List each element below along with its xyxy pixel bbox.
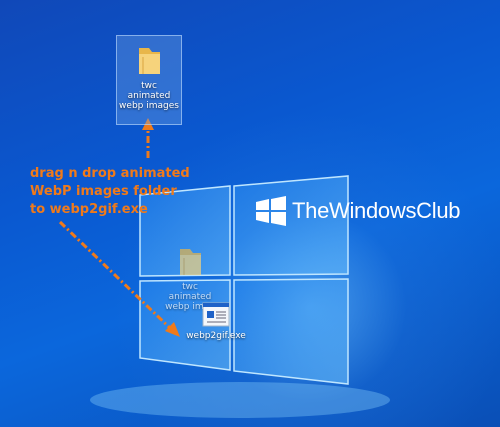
desktop-icon-label: twc animated webp images (119, 81, 179, 111)
watermark-text: TheWindowsClub (292, 198, 461, 223)
desktop-icon-label: twc animated webp imag (165, 282, 215, 312)
watermark: TheWindowsClub (256, 196, 461, 226)
annotation-text: drag n drop animated WebP images folder … (30, 166, 190, 217)
twc-logo-icon (256, 196, 286, 226)
exe-icon (202, 302, 230, 327)
desktop-icon-label: webp2gif.exe (186, 331, 246, 341)
desktop-icon-twc-folder[interactable]: twc animated webp images (116, 35, 182, 125)
folder-icon (139, 48, 160, 74)
drag-arrow (58, 128, 174, 332)
folder-icon (180, 249, 201, 275)
desktop-icon-twc-folder-drag-ghost: twc animated webp imag (158, 243, 222, 328)
desktop-icon-webp2gif-exe[interactable]: webp2gif.exe (180, 302, 252, 352)
